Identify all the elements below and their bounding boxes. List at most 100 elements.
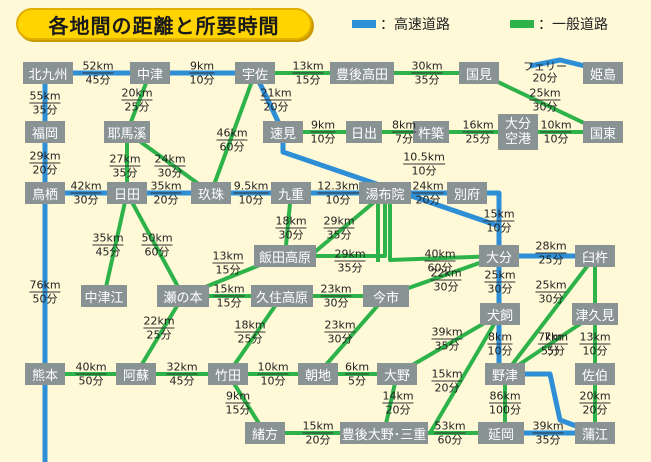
route-time: 10分	[238, 193, 264, 207]
place-aso: 阿蘇	[116, 363, 156, 385]
place-fukuoka: 福岡	[25, 121, 65, 143]
route-distance: 8km	[391, 118, 417, 133]
place-tosu: 鳥栖	[25, 182, 65, 204]
general-road-line-28	[134, 294, 185, 376]
route-time: 60分	[219, 140, 245, 154]
route-distance: 10km	[257, 360, 289, 375]
route-time: 10分	[486, 221, 512, 235]
general-road-line-16	[209, 72, 257, 194]
route-distance: 18km	[275, 214, 307, 229]
route-distance: 9km	[310, 118, 336, 133]
place-kitakyushu: 北九州	[23, 62, 73, 84]
place-oitakuko: 大分空港	[498, 114, 538, 150]
route-time: 30分	[323, 296, 349, 310]
route-time: 60分	[437, 433, 463, 447]
expressway-swatch	[352, 20, 376, 28]
route-distance: 15km	[213, 282, 245, 297]
route-time: 30分	[487, 282, 513, 296]
route-distance: 29km	[29, 149, 61, 164]
place-kumamoto: 熊本	[25, 363, 65, 385]
route-time: 30分	[327, 332, 353, 346]
route-time: 20分	[305, 433, 331, 447]
route-distance: 6km	[344, 360, 370, 375]
route-time: 60分	[144, 245, 170, 259]
route-time: 20分	[385, 403, 411, 417]
route-distance: 13km	[212, 249, 244, 264]
general-road-line-37	[503, 254, 597, 376]
route-time: 15分	[216, 296, 242, 310]
route-distance: 40km	[424, 247, 456, 262]
route-distance: 29km	[323, 214, 355, 229]
route-distance: 14km	[382, 389, 414, 404]
route-distance: 20km	[121, 86, 153, 101]
general-road-line-11	[478, 71, 604, 134]
route-time: 10分	[325, 193, 351, 207]
route-time: 35分	[434, 339, 460, 353]
expressway-line-7	[496, 256, 596, 436]
place-notsu: 野津	[485, 363, 525, 385]
place-kitsuki: 杵築	[413, 121, 449, 143]
route-time: 100分	[489, 403, 521, 417]
place-kusu: 玖珠	[191, 182, 231, 204]
route-time: 25分	[237, 332, 263, 346]
route-time: 25分	[124, 100, 150, 114]
route-distance: 42km	[70, 179, 102, 194]
route-time: 50分	[78, 374, 104, 388]
route-label-r5: 20分	[533, 73, 558, 84]
place-ono: 大野	[377, 363, 417, 385]
place-hiji: 日出	[346, 121, 382, 143]
route-time: 10分	[582, 344, 608, 358]
place-nakatsue: 中津江	[81, 285, 127, 307]
general-road-line-31	[316, 294, 388, 376]
route-distance: 40km	[75, 360, 107, 375]
place-hayami: 速見	[263, 121, 303, 143]
route-distance: 25km	[484, 268, 516, 283]
place-kamae: 蒲江	[575, 422, 615, 444]
route-distance: 24km	[412, 179, 444, 194]
route-time: 15分	[215, 263, 241, 277]
place-oita: 大分	[479, 245, 519, 267]
place-saiki: 佐伯	[575, 363, 615, 385]
route-time: 20分	[434, 381, 460, 395]
route-time: 35分	[535, 433, 561, 447]
ferry-label: フェリー	[523, 60, 567, 73]
place-bungoonomie: 豊後大野･三重	[340, 422, 428, 444]
place-yabakei: 耶馬溪	[104, 121, 150, 143]
route-time: 20分	[415, 193, 441, 207]
route-time: 10分	[260, 374, 286, 388]
route-time: 20分	[32, 163, 58, 177]
route-time: 45分	[95, 245, 121, 259]
route-distance: 13km	[579, 330, 611, 345]
place-nobeoka: 延岡	[478, 422, 524, 444]
place-hita: 日田	[107, 182, 147, 204]
route-distance: 32km	[166, 360, 198, 375]
expressway-line-9	[529, 57, 586, 69]
route-distance: 22km	[430, 266, 462, 281]
place-usa: 宇佐	[235, 62, 275, 84]
route-time: 30分	[538, 292, 564, 306]
place-yufuin: 湯布院	[359, 182, 411, 204]
route-distance: 76km	[29, 278, 61, 293]
route-time: 10分	[189, 73, 215, 87]
route-time: 25分	[538, 253, 564, 267]
route-time: 50分	[32, 292, 58, 306]
